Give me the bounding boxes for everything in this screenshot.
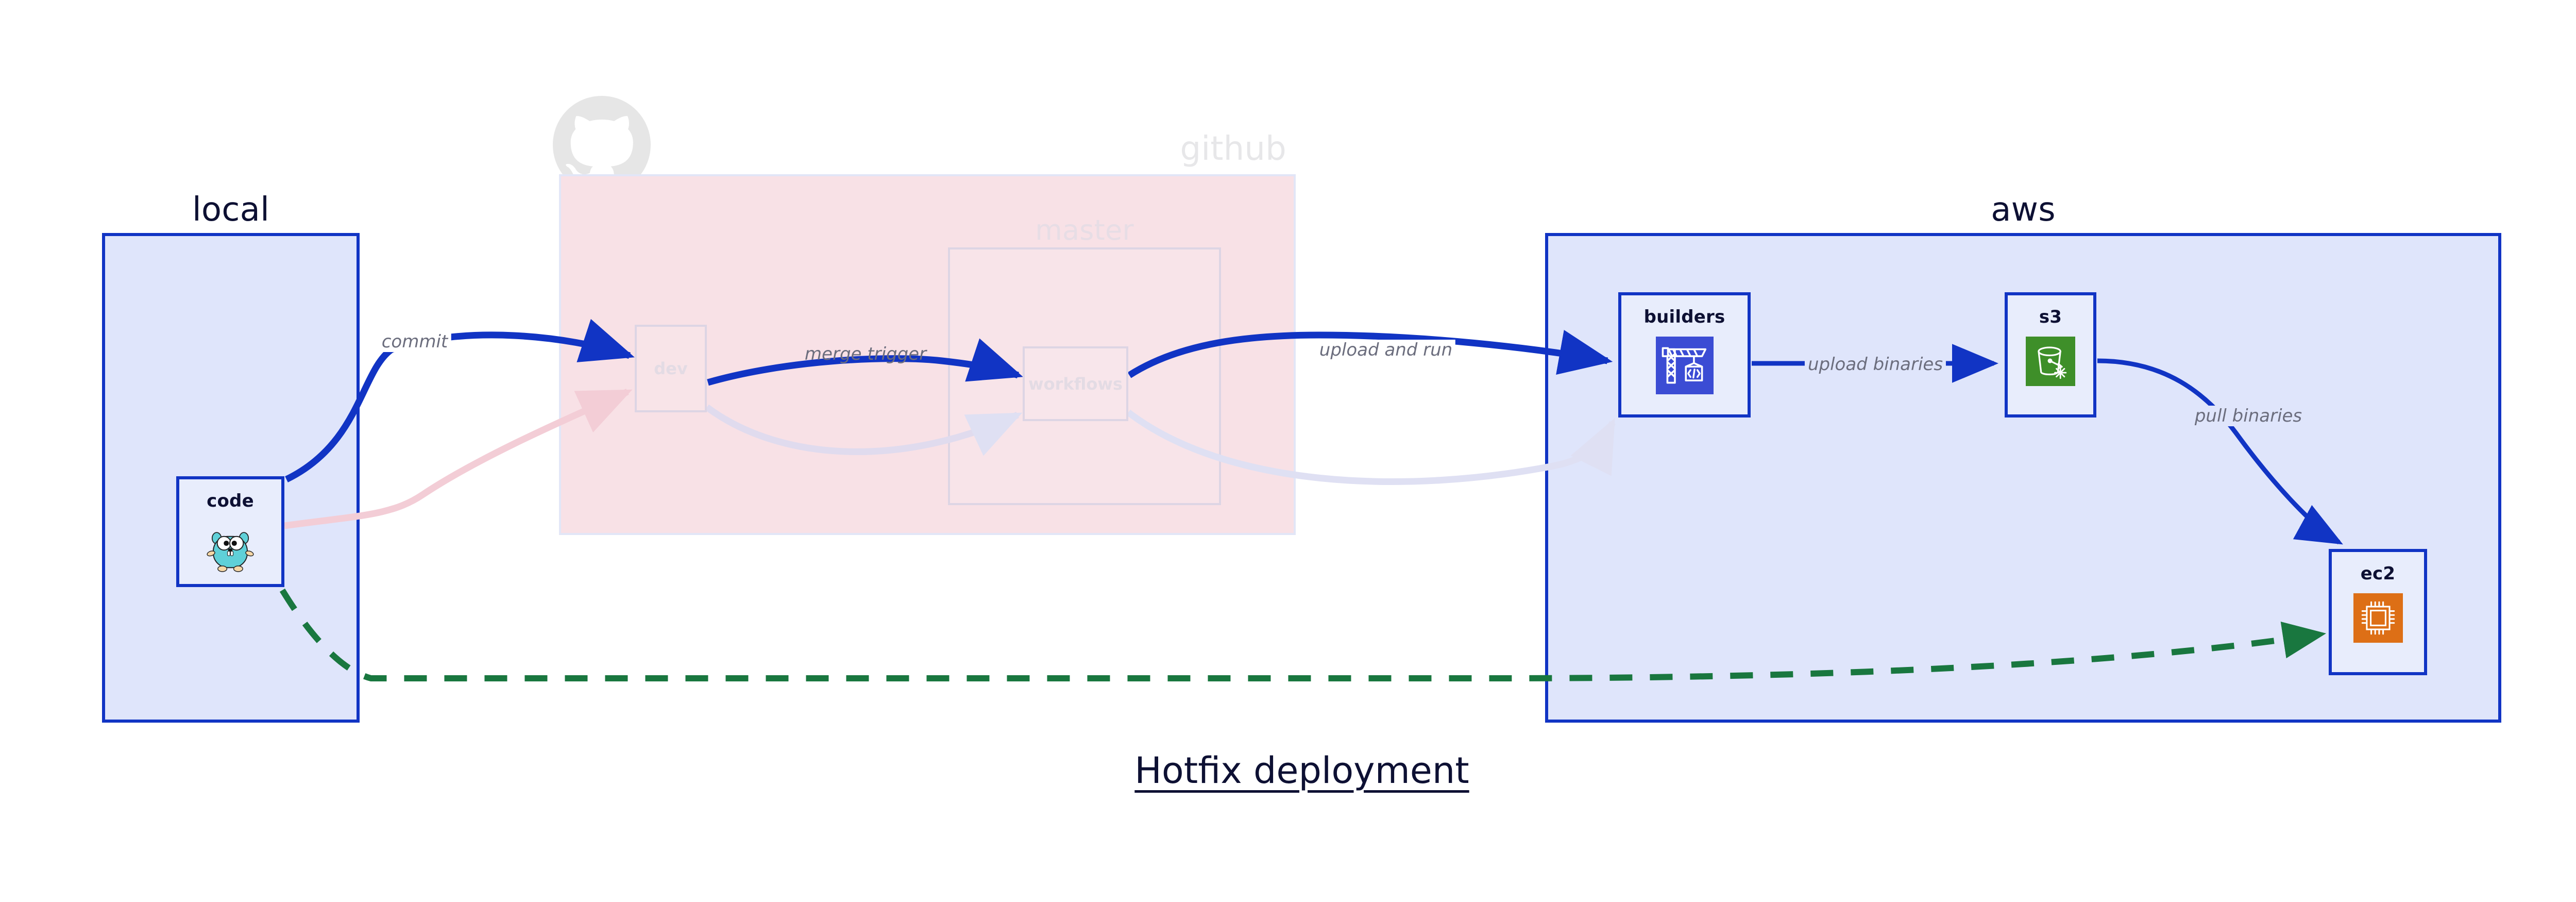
diagram-title: Hotfix deployment xyxy=(0,749,2576,792)
node-code-label: code xyxy=(207,491,254,511)
group-master-label: master xyxy=(1035,214,1134,246)
edge-label-upload-binaries: upload binaries xyxy=(1804,354,1946,375)
node-code[interactable]: code xyxy=(176,476,284,587)
github-octocat-icon xyxy=(553,96,651,192)
edge-label-upload-and-run: upload and run xyxy=(1316,340,1456,360)
go-gopher-icon xyxy=(202,521,259,579)
cpu-chip-icon xyxy=(2353,593,2403,643)
crane-code-icon xyxy=(1655,337,1714,394)
diagram-title-text: Hotfix deployment xyxy=(1134,749,1469,792)
s3-bucket-icon xyxy=(2026,337,2075,386)
node-ec2-label: ec2 xyxy=(2360,563,2396,584)
edge-label-merge-trigger: merge trigger xyxy=(804,344,927,364)
node-dev[interactable]: dev xyxy=(635,325,707,412)
group-aws-label: aws xyxy=(1991,191,2056,229)
node-workflows-label: workflows xyxy=(1028,374,1123,394)
node-builders[interactable]: builders xyxy=(1618,292,1751,417)
node-s3[interactable]: s3 xyxy=(2005,292,2096,417)
node-ec2[interactable]: ec2 xyxy=(2329,549,2427,675)
edge-label-commit: commit xyxy=(378,331,451,352)
edge-label-pull-binaries: pull binaries xyxy=(2191,406,2306,426)
group-github-label: github xyxy=(1180,130,1286,168)
node-builders-label: builders xyxy=(1643,307,1725,327)
node-workflows[interactable]: workflows xyxy=(1023,346,1128,421)
node-dev-label: dev xyxy=(654,359,688,378)
group-local-label: local xyxy=(192,191,270,229)
node-s3-label: s3 xyxy=(2039,307,2062,327)
